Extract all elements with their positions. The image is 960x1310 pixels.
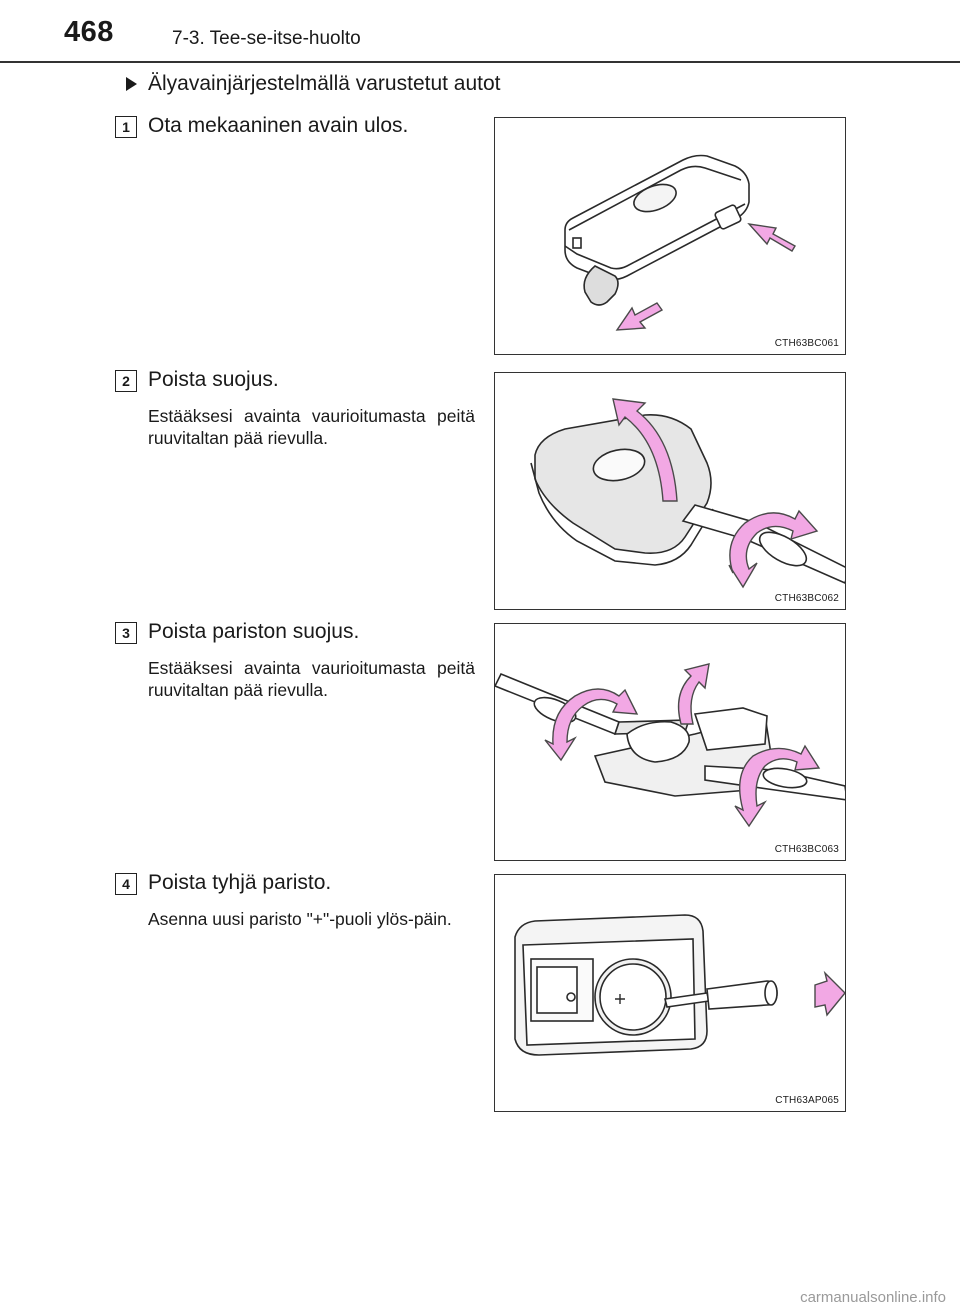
cover-removal-illustration [530,398,845,589]
figure-code: CTH63BC061 [774,338,839,349]
subheading-text: Älyavainjärjestelmällä varustetut autot [148,72,501,95]
figure-step-3: CTH63BC063 [494,623,846,861]
step-3-note: Estääksesi avainta vaurioitumasta peitä … [148,658,475,700]
step-3-title: Poista pariston suojus. [148,620,360,643]
header-divider [0,61,960,63]
step-4-note: Asenna uusi paristo "+"-puoli ylös-päin. [148,909,452,929]
page-number: 468 [64,16,114,48]
battery-cover-removal-illustration [495,663,845,828]
figure-step-2: CTH63BC062 [494,372,846,610]
figure-code: CTH63BC063 [774,844,839,855]
step-2-title: Poista suojus. [148,368,279,391]
step-1-title: Ota mekaaninen avain ulos. [148,114,409,137]
triangle-bullet-icon [126,77,137,91]
step-1-badge: 1 [115,116,137,138]
section-title: 7-3. Tee-se-itse-huolto [172,28,361,49]
key-fob-eject-illustration [564,154,796,331]
step-4-title: Poista tyhjä paristo. [148,871,332,894]
step-2-badge: 2 [115,370,137,392]
figure-code: CTH63AP065 [775,1095,839,1106]
battery-removal-illustration [514,914,845,1056]
figure-code: CTH63BC062 [774,593,839,604]
figure-step-1: CTH63BC061 [494,117,846,355]
step-4-badge: 4 [115,873,137,895]
subheading: Älyavainjärjestelmällä varustetut autot [126,72,501,96]
step-2-note: Estääksesi avainta vaurioitumasta peitä … [148,406,475,448]
figure-step-4: CTH63AP065 [494,874,846,1112]
step-3-badge: 3 [115,622,137,644]
watermark: carmanualsonline.info [800,1289,946,1306]
